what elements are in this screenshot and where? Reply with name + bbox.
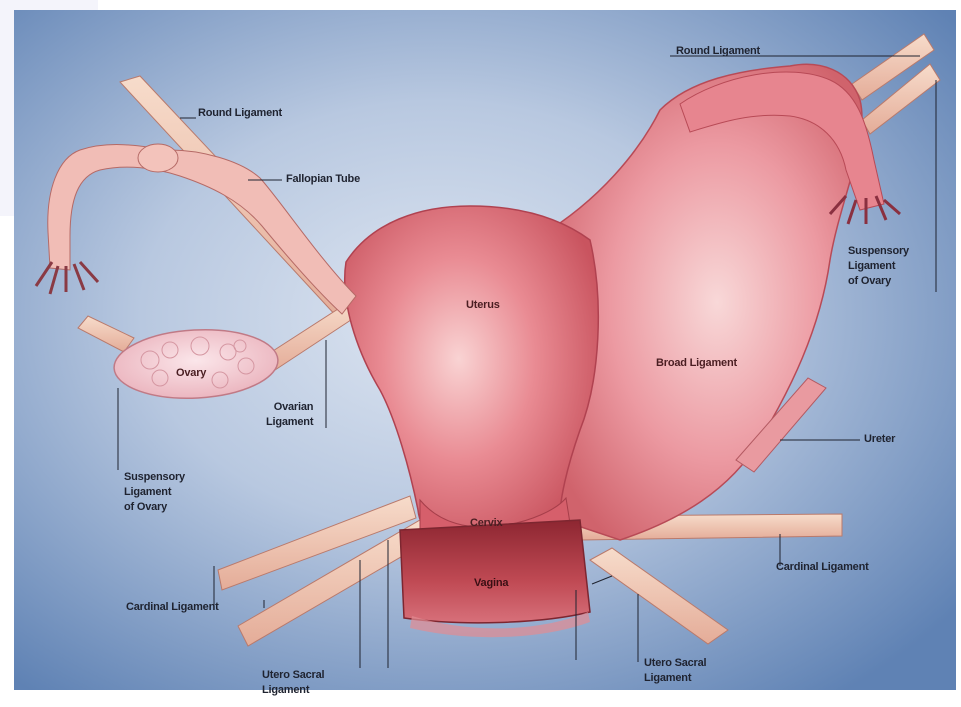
- label-fallopian-tube: Fallopian Tube: [286, 172, 360, 187]
- label-ovarian-ligament: Ovarian Ligament: [266, 400, 313, 430]
- label-cervix: Cervix: [470, 516, 502, 531]
- label-round-ligament-right: Round Ligament: [676, 44, 760, 59]
- tube-ampulla: [138, 144, 178, 172]
- label-utero-sacral-left: Utero Sacral Ligament: [262, 668, 324, 698]
- label-suspensory-ligament-right: Suspensory Ligament of Ovary: [848, 244, 909, 289]
- label-cardinal-ligament-right: Cardinal Ligament: [776, 560, 869, 575]
- label-suspensory-ligament-left: Suspensory Ligament of Ovary: [124, 470, 185, 515]
- vagina-shape: [400, 520, 590, 623]
- label-vagina: Vagina: [474, 576, 508, 591]
- label-round-ligament-left: Round Ligament: [198, 106, 282, 121]
- label-utero-sacral-right: Utero Sacral Ligament: [644, 656, 706, 686]
- label-ovary: Ovary: [176, 366, 206, 381]
- label-broad-ligament: Broad Ligament: [656, 356, 737, 371]
- label-cardinal-ligament-left: Cardinal Ligament: [126, 600, 219, 615]
- label-ureter: Ureter: [864, 432, 895, 447]
- label-uterus: Uterus: [466, 298, 500, 313]
